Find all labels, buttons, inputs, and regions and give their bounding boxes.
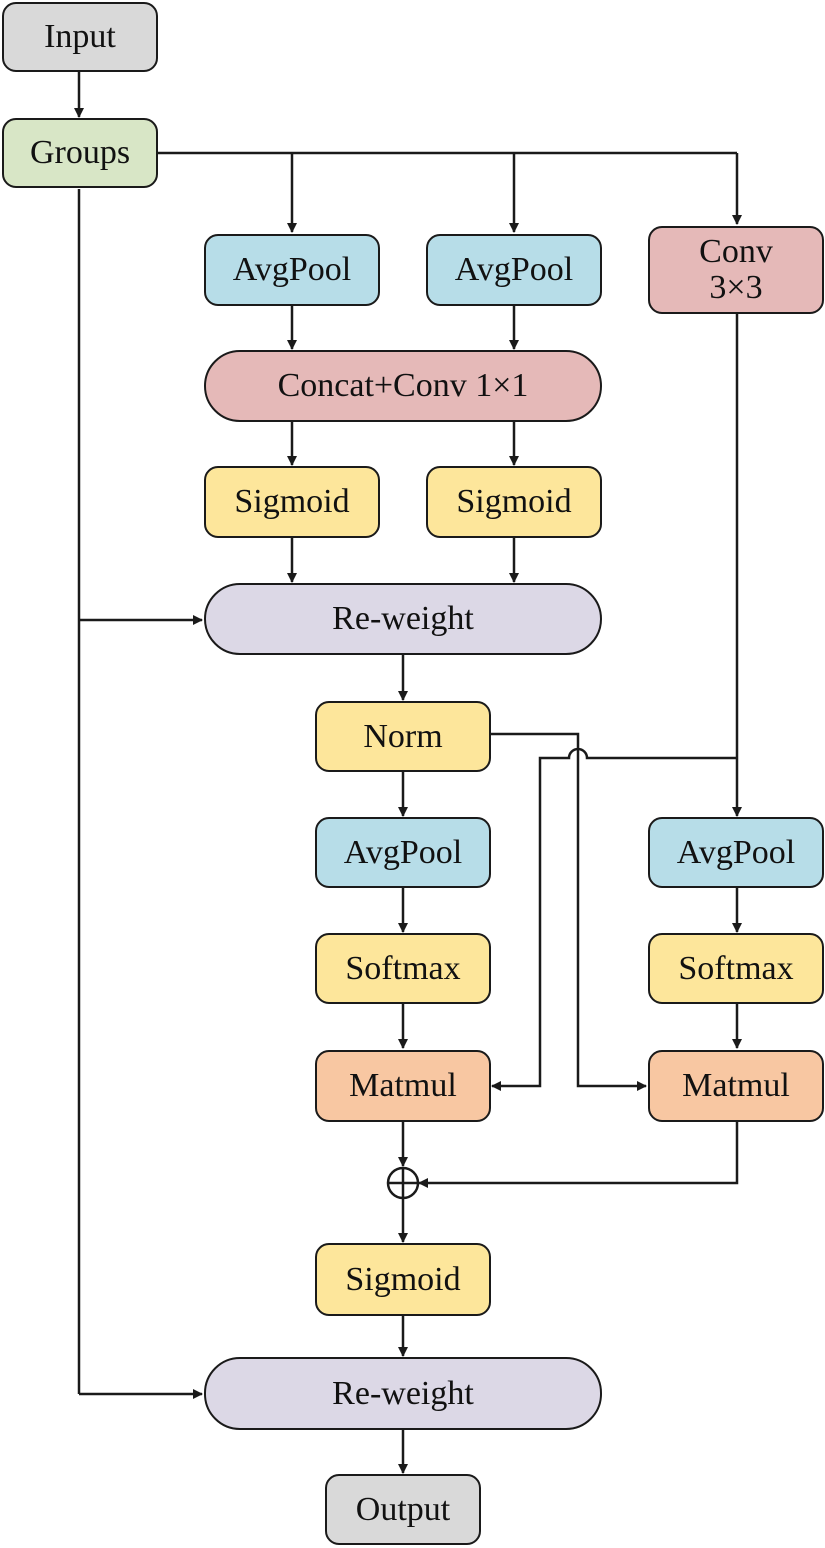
softmax-right-node: Softmax: [648, 933, 824, 1004]
avgpool-mid-node: AvgPool: [426, 234, 602, 306]
reweight-top-node: Re-weight: [204, 583, 602, 655]
groups-node: Groups: [2, 118, 158, 188]
edge-conv-matmul-center: [491, 747, 737, 1091]
conv3x3-node: Conv 3×3: [648, 226, 824, 314]
output-node: Output: [325, 1474, 481, 1545]
avgpool-right-node: AvgPool: [648, 817, 824, 888]
matmul-center-node: Matmul: [315, 1050, 491, 1122]
reweight-bottom-node: Re-weight: [204, 1357, 602, 1430]
concat-conv-node: Concat+Conv 1×1: [204, 350, 602, 422]
avgpool-center-node: AvgPool: [315, 817, 491, 888]
norm-node: Norm: [315, 701, 491, 772]
add-operator-icon: [386, 1166, 420, 1200]
edge-norm-matmul-right: [490, 732, 647, 1091]
edge-matmul-right-add: [418, 1122, 739, 1188]
input-node: Input: [2, 2, 158, 72]
matmul-right-node: Matmul: [648, 1050, 824, 1122]
softmax-center-node: Softmax: [315, 933, 491, 1004]
sigmoid-left-node: Sigmoid: [204, 466, 380, 538]
sigmoid-mid-node: Sigmoid: [426, 466, 602, 538]
avgpool-left-node: AvgPool: [204, 234, 380, 306]
sigmoid-bottom-node: Sigmoid: [315, 1243, 491, 1316]
